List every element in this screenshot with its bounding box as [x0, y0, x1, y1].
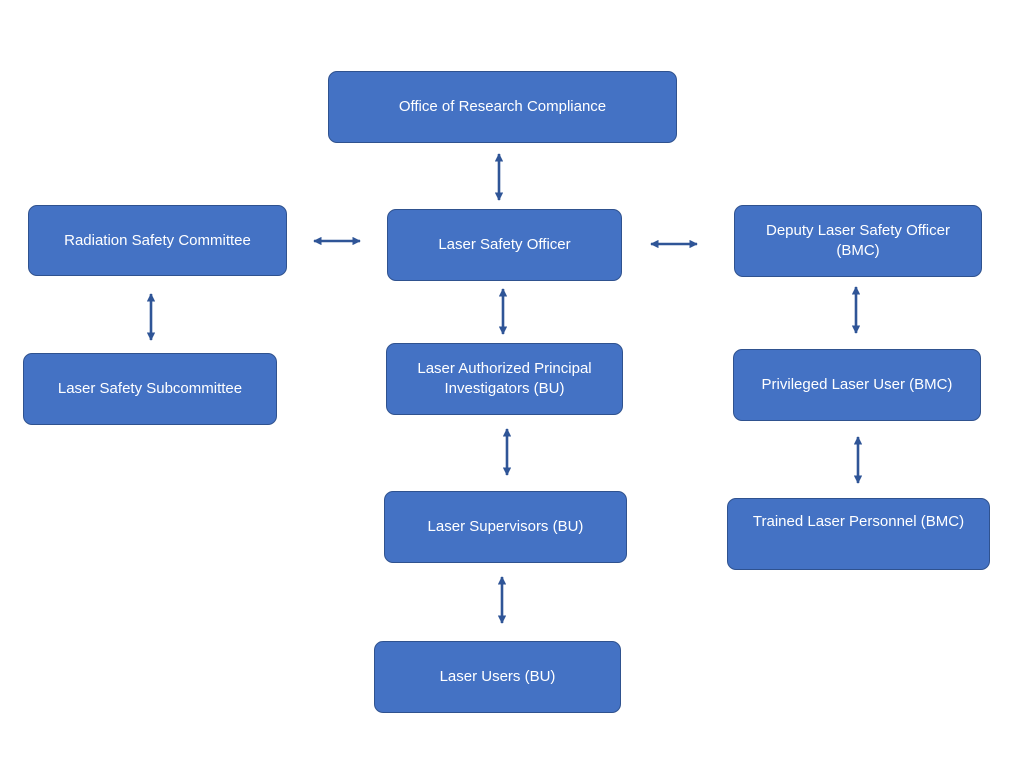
trained-laser-personnel-box: Trained Laser Personnel (BMC): [727, 498, 990, 570]
privileged-laser-user-box: Privileged Laser User (BMC): [733, 349, 981, 421]
laser-supervisors-box: Laser Supervisors (BU): [384, 491, 627, 563]
laser-users-label: Laser Users (BU): [439, 668, 556, 685]
laser-supervisors-label: Laser Supervisors (BU): [427, 518, 584, 535]
laser-safety-officer-label: Laser Safety Officer: [438, 236, 571, 253]
office-research-compliance-box: Office of Research Compliance: [328, 71, 677, 143]
office-research-compliance-label: Office of Research Compliance: [398, 98, 607, 115]
trained-laser-personnel-label: Trained Laser Personnel (BMC): [752, 513, 965, 530]
laser-authorized-pis-label: Laser Authorized Principal Investigators…: [417, 360, 592, 397]
privileged-laser-user-label: Privileged Laser User (BMC): [761, 376, 953, 393]
laser-authorized-pis-box: Laser Authorized Principal Investigators…: [386, 343, 623, 415]
laser-users-box: Laser Users (BU): [374, 641, 621, 713]
deputy-laser-safety-officer-label: Deputy Laser Safety Officer (BMC): [766, 222, 950, 259]
laser-safety-subcommittee-label: Laser Safety Subcommittee: [57, 380, 243, 397]
radiation-safety-committee-label: Radiation Safety Committee: [64, 231, 251, 249]
laser-safety-subcommittee-box: Laser Safety Subcommittee: [23, 353, 277, 425]
deputy-laser-safety-officer-box: Deputy Laser Safety Officer (BMC): [734, 205, 982, 277]
radiation-safety-committee-box: Radiation Safety Committee: [28, 205, 287, 276]
laser-safety-officer-box: Laser Safety Officer: [387, 209, 622, 281]
